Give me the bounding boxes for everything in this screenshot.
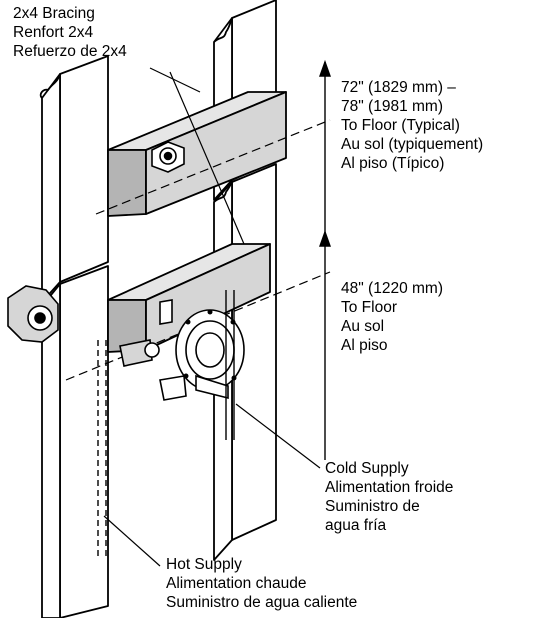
supply-pipes [97, 340, 107, 560]
upper-valve-fitting [151, 141, 185, 173]
dimension-arrows [319, 59, 331, 460]
bracing-label-en: 2x4 Bracing [13, 5, 95, 22]
lower-bracing [107, 243, 271, 353]
wall-plate-fitting [7, 285, 59, 343]
hot-supply-en: Hot Supply [166, 556, 242, 573]
leader-lines [103, 67, 321, 567]
cold-supply-fr: Alimentation froide [325, 479, 454, 496]
top-height-line2: 78" (1981 mm) [341, 98, 443, 115]
hot-supply-fr: Alimentation chaude [166, 575, 307, 592]
left-stud-upper [39, 55, 109, 304]
hot-supply-es: Suministro de agua caliente [166, 594, 358, 611]
hot-supply-label: Hot Supply Alimentation chaude Suministr… [166, 555, 357, 612]
top-height-es: Al piso (Típico) [341, 155, 445, 172]
cold-supply-es-1: Suministro de [325, 498, 420, 515]
bracing-label-es: Refuerzo de 2x4 [13, 43, 127, 60]
top-height-line1: 72" (1829 mm) – [341, 79, 456, 96]
bottom-height-es: Al piso [341, 337, 388, 354]
bottom-height-en: To Floor [341, 299, 397, 316]
bracing-label-fr: Renfort 2x4 [13, 24, 94, 41]
bottom-height-fr: Au sol [341, 318, 385, 335]
top-height-label: 72" (1829 mm) – 78" (1981 mm) To Floor (… [341, 78, 483, 173]
bracing-label: 2x4 Bracing Renfort 2x4 Refuerzo de 2x4 [13, 4, 127, 61]
cold-supply-en: Cold Supply [325, 460, 409, 477]
top-height-en: To Floor (Typical) [341, 117, 460, 134]
bottom-height-line1: 48" (1220 mm) [341, 280, 443, 297]
left-stud-lower [41, 265, 109, 619]
cold-pipe [225, 290, 235, 440]
cold-supply-label: Cold Supply Alimentation froide Suminist… [325, 459, 453, 535]
top-height-fr: Au sol (typiquement) [341, 136, 484, 153]
cold-supply-es-2: agua fría [325, 517, 387, 534]
upper-bracing [107, 91, 287, 217]
valve-assembly [119, 299, 245, 401]
bottom-height-label: 48" (1220 mm) To Floor Au sol Al piso [341, 279, 443, 355]
